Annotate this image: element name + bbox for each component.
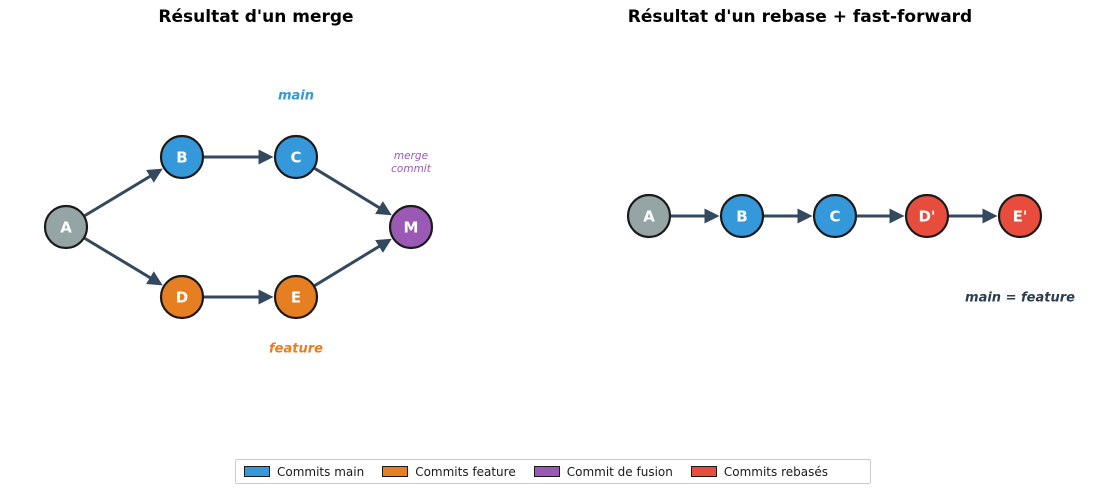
commit-node-label: A bbox=[60, 219, 72, 237]
commit-circle bbox=[904, 193, 950, 239]
commit-node-Dp[interactable]: D' bbox=[904, 193, 950, 239]
commit-node-label: D' bbox=[918, 208, 935, 226]
right-panel-graph: A B C D' E' main = feature bbox=[626, 193, 1075, 306]
commit-circle bbox=[159, 274, 205, 320]
branch-label: main = feature bbox=[965, 291, 1075, 306]
left-panel-title: Résultat d'un merge bbox=[158, 7, 354, 27]
commit-edge-A-to-B bbox=[84, 168, 163, 217]
commit-node-label: E' bbox=[1013, 208, 1028, 226]
commit-node-M[interactable]: M bbox=[388, 204, 434, 250]
commit-node-label: C bbox=[829, 208, 840, 226]
branch-label: feature bbox=[269, 342, 323, 357]
commit-node-B[interactable]: B bbox=[719, 193, 765, 239]
commit-circle bbox=[719, 193, 765, 239]
commit-node-label: E bbox=[291, 289, 301, 307]
commit-circle bbox=[43, 204, 89, 250]
legend-item[interactable]: Commit de fusion bbox=[533, 464, 673, 479]
legend-label: Commits feature bbox=[415, 464, 516, 479]
commit-circle bbox=[388, 204, 434, 250]
right-panel-title: Résultat d'un rebase + fast-forward bbox=[627, 7, 973, 27]
commit-circle bbox=[273, 134, 319, 180]
legend-label: Commits main bbox=[277, 464, 365, 479]
legend-item[interactable]: Commits feature bbox=[382, 465, 516, 479]
commit-node-label: M bbox=[404, 219, 419, 237]
commit-node-A[interactable]: A bbox=[626, 193, 672, 239]
legend-label: Commit de fusion bbox=[566, 464, 673, 479]
commit-node-label: B bbox=[176, 149, 187, 167]
commit-node-label: A bbox=[643, 208, 655, 226]
legend-item[interactable]: Commits main bbox=[244, 465, 364, 479]
commit-node-label: D bbox=[176, 289, 188, 307]
branch-label: main bbox=[278, 89, 314, 104]
legend: Commits main Commits feature Commit de fus… bbox=[235, 459, 871, 484]
commit-node-C[interactable]: C bbox=[812, 193, 858, 239]
commit-node-label: C bbox=[290, 149, 301, 167]
legend-swatch bbox=[244, 466, 270, 477]
commit-edge-C-to-M bbox=[314, 167, 392, 216]
commit-node-D[interactable]: D bbox=[159, 274, 205, 320]
legend-swatch bbox=[533, 466, 560, 477]
commit-node-A[interactable]: A bbox=[43, 204, 89, 250]
legend-swatch bbox=[690, 466, 717, 477]
commit-circle bbox=[997, 193, 1043, 239]
legend-swatch bbox=[382, 466, 409, 477]
commit-node-B[interactable]: B bbox=[159, 134, 205, 180]
commit-node-Ep[interactable]: E' bbox=[997, 193, 1043, 239]
commit-circle bbox=[626, 193, 672, 239]
commit-circle bbox=[812, 193, 858, 239]
commit-circle bbox=[159, 134, 205, 180]
commit-node-E[interactable]: E bbox=[273, 274, 319, 320]
commit-edge-A-to-D bbox=[84, 237, 163, 286]
commit-node-C[interactable]: C bbox=[273, 134, 319, 180]
commit-node-label: B bbox=[736, 208, 747, 226]
legend-item[interactable]: Commits rebasés bbox=[690, 464, 828, 479]
commit-edge-E-to-M bbox=[314, 238, 392, 287]
legend-label: Commits rebasés bbox=[723, 464, 828, 479]
commit-circle bbox=[273, 274, 319, 320]
